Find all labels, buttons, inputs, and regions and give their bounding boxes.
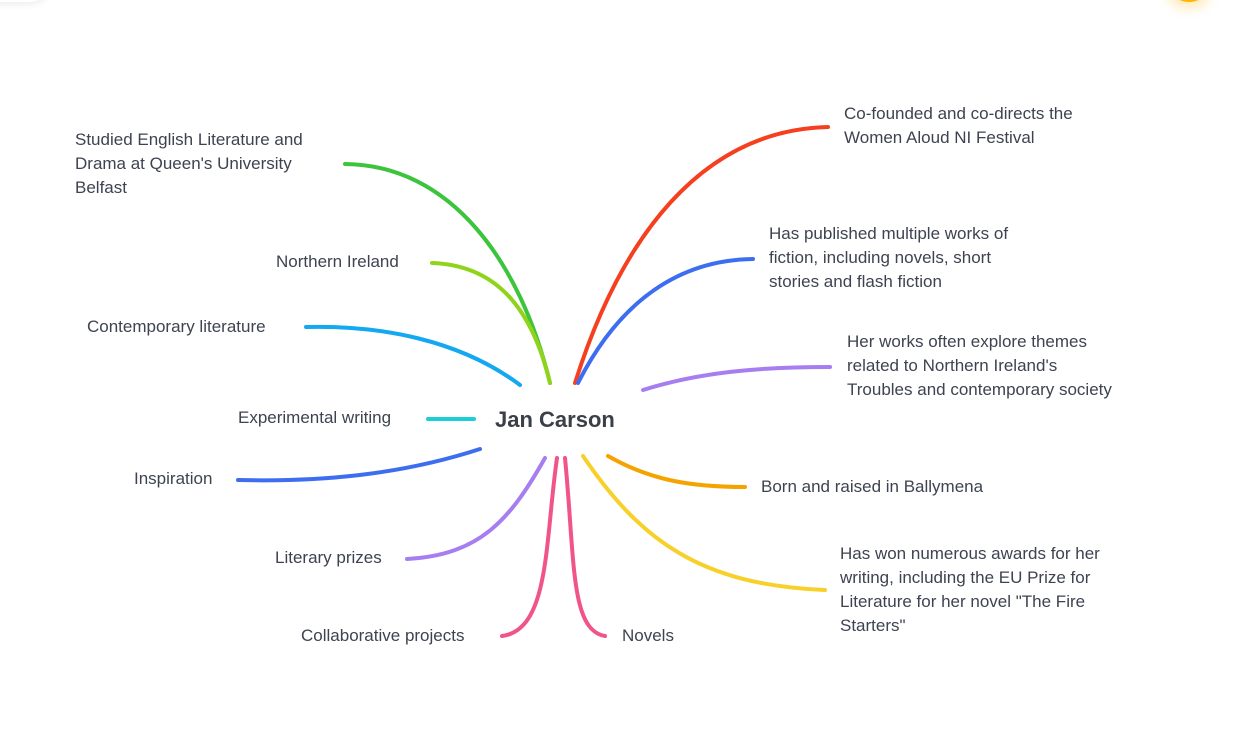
node-novels[interactable]: Novels bbox=[622, 626, 674, 645]
central-topic[interactable]: Jan Carson bbox=[495, 407, 615, 432]
node-cofounded[interactable]: Co-founded and co-directs the Women Alou… bbox=[844, 104, 1073, 147]
branch-awards bbox=[581, 454, 827, 592]
branch-literary-prizes bbox=[405, 456, 547, 561]
node-published[interactable]: Has published multiple works of fiction,… bbox=[769, 224, 1009, 291]
branch-inspiration bbox=[236, 447, 482, 483]
branch-themes bbox=[641, 365, 832, 392]
node-awards[interactable]: Has won numerous awards for her writing,… bbox=[840, 544, 1100, 635]
branch-born bbox=[606, 454, 747, 489]
branch-cofounded bbox=[573, 125, 830, 385]
node-experimental-writing[interactable]: Experimental writing bbox=[238, 408, 392, 427]
branch-novels bbox=[563, 456, 607, 638]
top-right-status-indicator bbox=[1175, 0, 1203, 2]
node-literary-prizes[interactable]: Literary prizes bbox=[275, 548, 382, 567]
branch-northern-ireland bbox=[430, 261, 552, 385]
branch-collaborative bbox=[500, 456, 559, 638]
node-studied[interactable]: Studied English Literature and Drama at … bbox=[75, 130, 303, 197]
branch-published bbox=[576, 257, 755, 385]
node-born[interactable]: Born and raised in Ballymena bbox=[761, 477, 984, 496]
node-collaborative-projects[interactable]: Collaborative projects bbox=[301, 626, 465, 645]
node-contemporary-literature[interactable]: Contemporary literature bbox=[87, 317, 266, 336]
node-inspiration[interactable]: Inspiration bbox=[134, 469, 213, 488]
node-northern-ireland[interactable]: Northern Ireland bbox=[276, 252, 399, 271]
branch-contemporary bbox=[304, 324, 522, 387]
node-themes[interactable]: Her works often explore themes related t… bbox=[847, 332, 1112, 399]
